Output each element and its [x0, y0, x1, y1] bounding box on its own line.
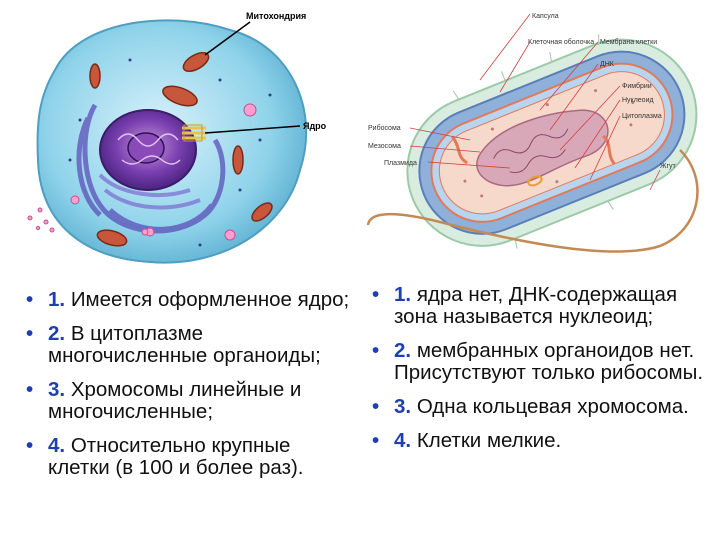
fact-text: Имеется оформленное ядро; — [70, 288, 350, 311]
nucleolus — [127, 132, 165, 164]
ribosomes — [68, 58, 272, 247]
fact-number: 2. — [48, 322, 66, 345]
fact-item: • 4. Клетки мелкие. — [372, 430, 712, 452]
dna — [493, 128, 569, 174]
fact-item: • 4. Относительно крупные клетки (в 100 … — [26, 435, 356, 479]
fact-number: 4. — [394, 429, 412, 452]
vesicles — [27, 103, 257, 241]
fact-text: В цитоплазме многочисленные органоиды; — [48, 322, 321, 367]
fact-number: 2. — [394, 339, 412, 362]
mitochondrion — [232, 145, 244, 175]
bullet-icon: • — [26, 378, 34, 401]
label-flagellum: Жгут — [660, 163, 677, 170]
label-dna: ДНК — [600, 61, 615, 68]
label-nucleoid: Нуклеоид — [622, 97, 654, 104]
mesosome — [451, 134, 616, 165]
label-cytoplasm: Цитоплазма — [622, 113, 662, 120]
eukaryotic-cell-illustration: Митохондрия Ядро — [27, 11, 327, 264]
mitochondrion — [162, 85, 198, 107]
fact-text: Относительно крупные клетки (в 100 и бол… — [48, 434, 304, 479]
plasmid — [527, 175, 543, 187]
label-fimbriae: Фимбрии — [622, 82, 652, 90]
label-ribosome: Рибосома — [368, 124, 401, 132]
fact-number: 3. — [394, 395, 412, 418]
fact-text: Хромосомы линейные и многочисленные; — [48, 378, 302, 423]
mitochondria-group — [89, 51, 273, 247]
label-mitochondria: Митохондрия — [246, 11, 306, 21]
fact-number: 1. — [394, 283, 412, 306]
label-leaders — [409, 13, 661, 191]
fact-number: 4. — [48, 434, 66, 457]
bullet-icon: • — [372, 339, 380, 362]
prokaryote-facts-list: • 1. ядра нет, ДНК-содержащая зона назыв… — [372, 284, 712, 464]
fact-text: мембранных органоидов нет. Присутствуют … — [394, 339, 704, 384]
label-membrane: Мембрана клетки — [600, 38, 657, 46]
fact-item: • 3. Хромосомы линейные и многочисленные… — [26, 379, 356, 423]
fact-number: 3. — [48, 378, 66, 401]
fact-item: • 1. ядра нет, ДНК-содержащая зона назыв… — [372, 284, 712, 328]
fact-text: ядра нет, ДНК-содержащая зона называется… — [394, 283, 678, 328]
nucleoid — [476, 109, 609, 187]
bullet-icon: • — [372, 283, 380, 306]
mitochondrion — [182, 51, 210, 73]
mitochondrion — [251, 202, 273, 222]
fact-item: • 3. Одна кольцевая хромосома. — [372, 396, 712, 418]
mitochondrion — [89, 63, 101, 89]
flagellum — [366, 149, 699, 253]
mitochondria-leader — [204, 21, 251, 56]
prokaryotic-cell-illustration: Капсула Клеточная оболочка Мембрана клет… — [366, 13, 699, 253]
golgi-apparatus — [182, 124, 208, 142]
label-capsule: Капсула — [532, 13, 559, 20]
bacterial-ribosomes — [463, 89, 635, 198]
label-cell-wall: Клеточная оболочка — [528, 38, 594, 46]
nucleus-leader — [204, 125, 301, 134]
bullet-icon: • — [26, 434, 34, 457]
fact-text: Клетки мелкие. — [416, 429, 562, 452]
label-mesosome: Мезосома — [368, 143, 401, 150]
label-plasmid: Плазмида — [384, 160, 417, 167]
fact-item: • 2. В цитоплазме многочисленные органои… — [26, 323, 356, 367]
fact-item: • 1. Имеется оформленное ядро; — [26, 289, 356, 311]
fact-text: Одна кольцевая хромосома. — [416, 395, 689, 418]
bullet-icon: • — [372, 395, 380, 418]
fact-number: 1. — [48, 288, 66, 311]
bullet-icon: • — [26, 288, 34, 311]
eukaryote-facts-list: • 1. Имеется оформленное ядро; • 2. В ци… — [26, 289, 356, 491]
bullet-icon: • — [372, 429, 380, 452]
label-nucleus: Ядро — [303, 121, 327, 131]
mitochondrion — [96, 229, 128, 247]
fact-item: • 2. мембранных органоидов нет. Присутст… — [372, 340, 712, 384]
bullet-icon: • — [26, 322, 34, 345]
